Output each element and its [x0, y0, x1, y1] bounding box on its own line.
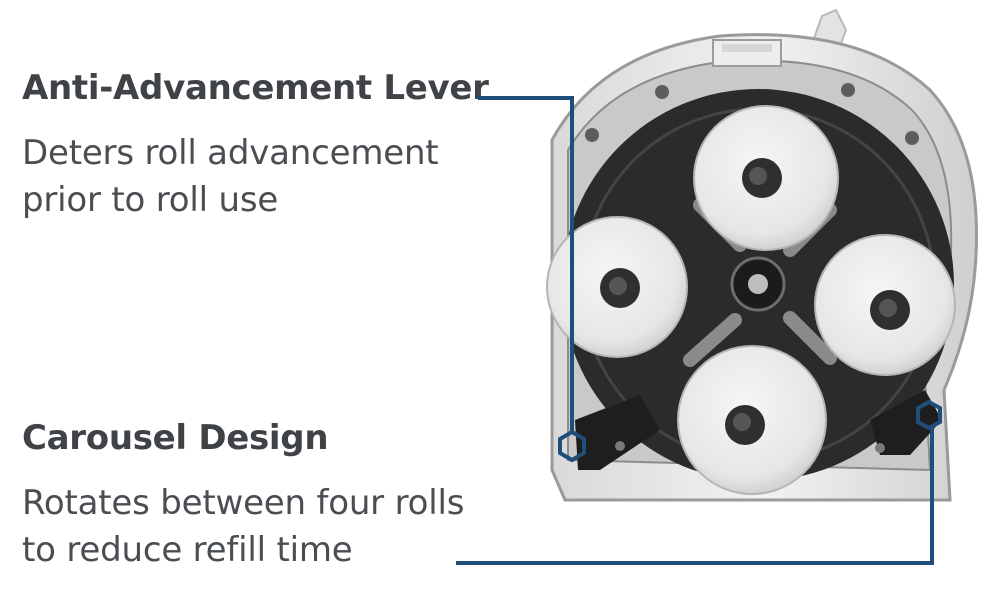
screw: [585, 128, 599, 142]
hexagon-marker: [916, 399, 942, 431]
description-line: prior to roll use: [22, 180, 279, 220]
callout-description: Deters roll advancement prior to roll us…: [22, 130, 439, 224]
description-line: Deters roll advancement: [22, 133, 439, 173]
screw: [905, 131, 919, 145]
hexagon-marker: [558, 429, 586, 463]
screw: [875, 443, 885, 453]
label-plate: [712, 39, 782, 67]
toilet-roll: [677, 345, 827, 495]
screw: [615, 441, 625, 451]
toilet-roll: [814, 234, 956, 376]
screw: [655, 85, 669, 99]
left-lever: [575, 395, 660, 470]
toilet-roll: [693, 105, 839, 251]
description-line: Rotates between four rolls: [22, 483, 465, 523]
callout-title: Carousel Design: [22, 418, 329, 458]
screw: [841, 83, 855, 97]
callout-description: Rotates between four rolls to reduce ref…: [22, 480, 464, 574]
callout-title: Anti-Advancement Lever: [22, 68, 489, 108]
toilet-roll: [546, 216, 688, 358]
description-line: to reduce refill time: [22, 530, 353, 570]
leader-line-carousel: [456, 428, 934, 565]
leader-line-anti-advancement: [478, 96, 574, 432]
